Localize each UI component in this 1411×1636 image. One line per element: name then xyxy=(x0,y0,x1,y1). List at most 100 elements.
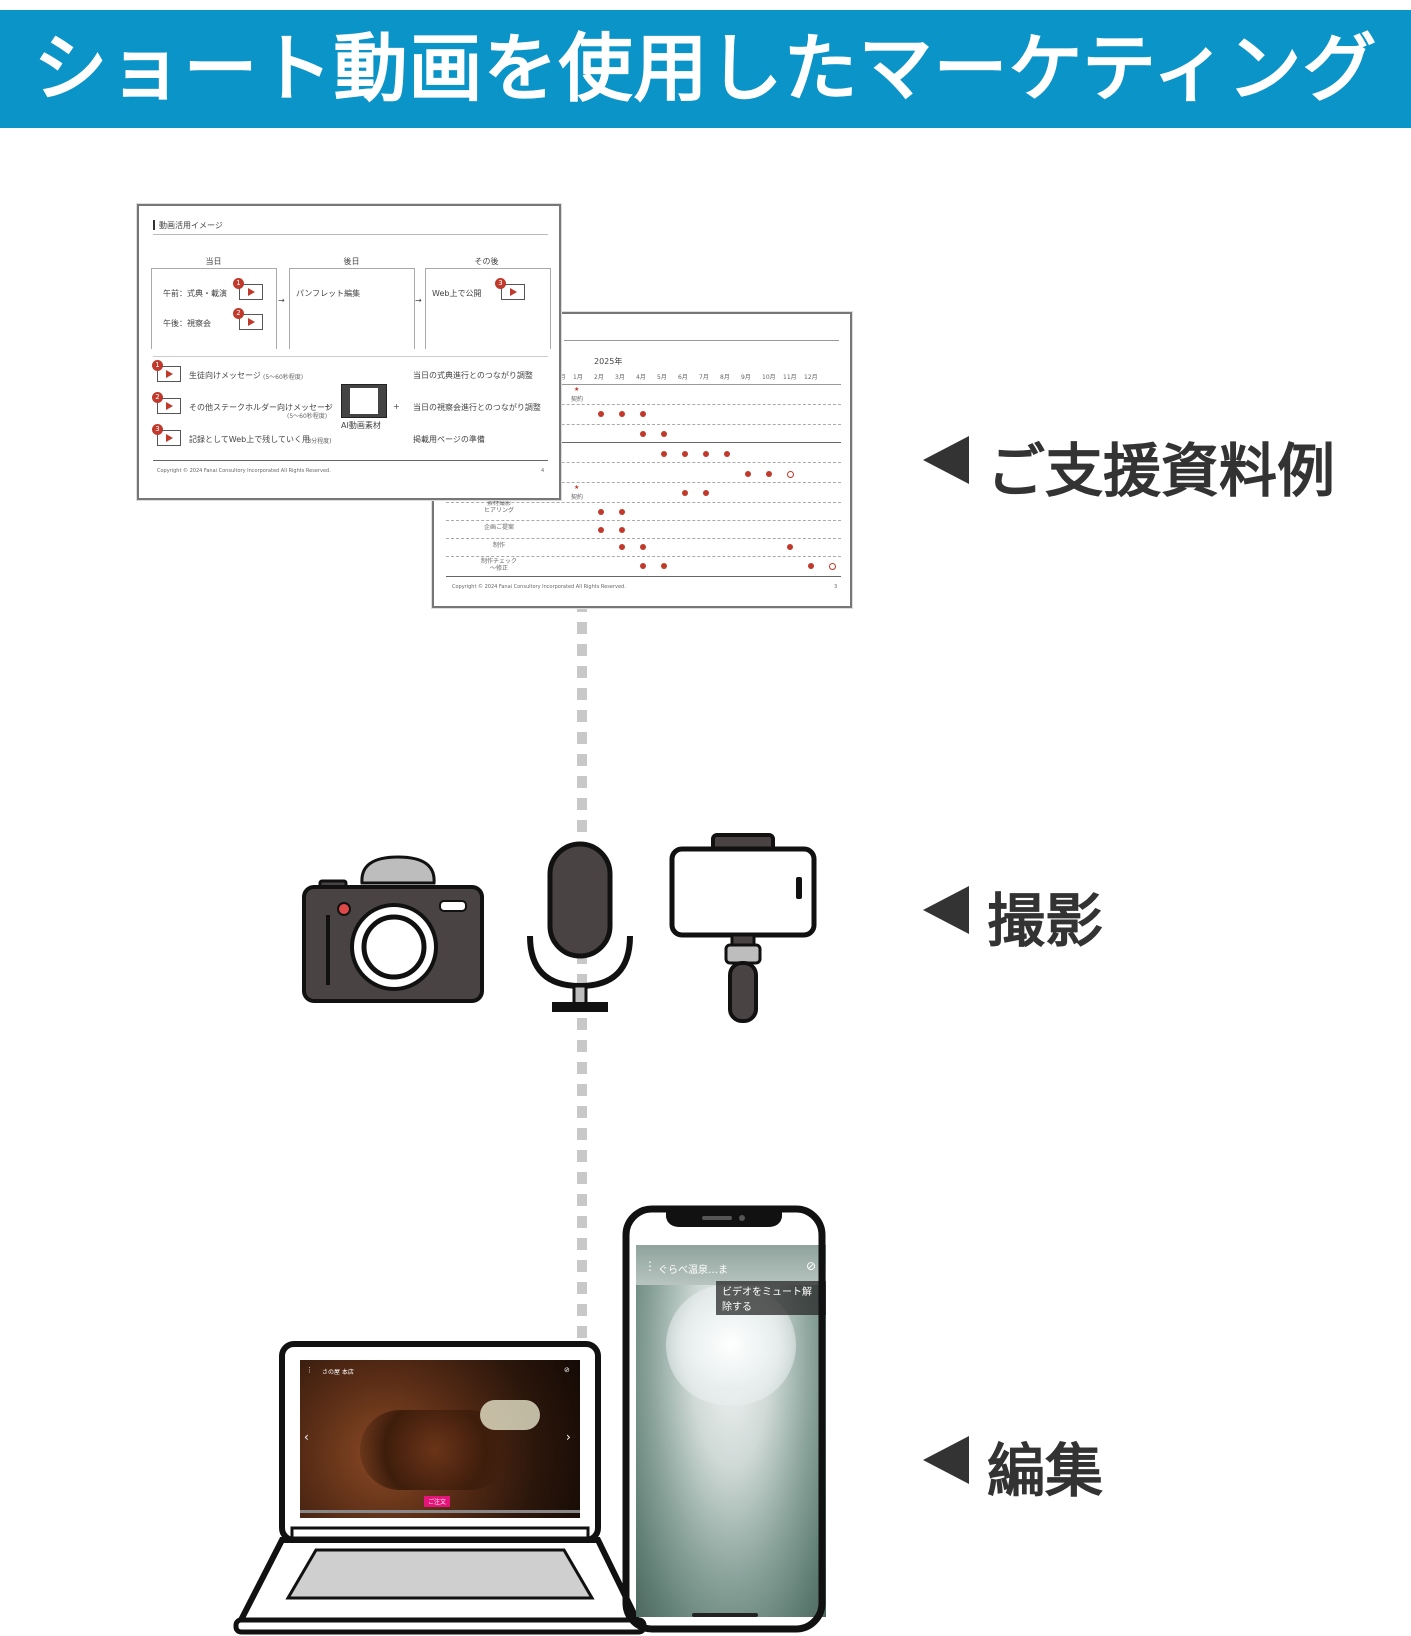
header-bar xyxy=(0,10,1411,128)
schedule-dot xyxy=(661,451,667,457)
slide-footer: Copyright © 2024 Fanai Consultory Incorp… xyxy=(157,468,331,474)
row-label: 制作チェック〜修正 xyxy=(480,558,517,572)
number-badge: 3 xyxy=(495,278,506,289)
phone-gimbal-icon xyxy=(669,833,817,1023)
star-icon: ★ xyxy=(574,386,580,393)
microphone-icon xyxy=(527,841,633,1012)
slide-page-number: 3 xyxy=(834,584,838,590)
row-text: 記録としてWeb上で残していく用 xyxy=(189,435,310,444)
plus-sign: + xyxy=(393,402,400,411)
schedule-dot xyxy=(640,563,646,569)
smartphone-frame-icon xyxy=(622,1205,826,1633)
month-label: 4月 xyxy=(636,374,646,381)
schedule-dot xyxy=(640,411,646,417)
schedule-year: 2025年 xyxy=(594,357,623,366)
schedule-dot xyxy=(745,471,751,477)
row-right: 当日の視察会進行とのつながり調整 xyxy=(413,403,541,412)
phone-video-screen[interactable]: ⋮ ぐらべ温泉…ま ⊘ ビデオをミュート解除する xyxy=(636,1245,826,1617)
column-line: 午前：式典・載演 xyxy=(163,289,227,298)
order-button[interactable]: ご注文 xyxy=(424,1496,451,1507)
video-icon xyxy=(239,284,263,300)
plus-sign: + xyxy=(324,402,331,411)
month-label: 5月 xyxy=(657,374,667,381)
column-head: その後 xyxy=(474,257,499,266)
schedule-dot xyxy=(682,451,688,457)
video-title: ぐらべ温泉…ま xyxy=(658,1265,728,1276)
section-label-materials: ご支援資料例 xyxy=(987,437,1336,505)
slide-title: 動画活用イメージ xyxy=(159,221,223,230)
column-line: Web上で公開 xyxy=(432,289,482,298)
schedule-dot xyxy=(703,451,709,457)
prev-arrow-icon[interactable]: ‹ xyxy=(304,1430,309,1444)
schedule-dot xyxy=(682,490,688,496)
ai-material-label: AI動画素材 xyxy=(341,421,381,430)
column-head: 後日 xyxy=(343,257,360,266)
schedule-months: 12月1月2月3月4月5月6月7月8月9月10月11月12月 xyxy=(552,372,842,382)
schedule-dot xyxy=(640,431,646,437)
row-text: その他ステークホルダー向けメッセージ xyxy=(189,403,333,412)
next-arrow-icon[interactable]: › xyxy=(566,1430,571,1444)
number-badge: 2 xyxy=(152,392,163,403)
arrow-icon: → xyxy=(415,296,422,305)
schedule-dot xyxy=(766,471,772,477)
schedule-dot xyxy=(787,544,793,550)
row-text: 生徒向けメッセージ xyxy=(189,371,261,380)
schedule-dot xyxy=(661,431,667,437)
number-badge: 3 xyxy=(152,424,163,435)
section-label-editing: 編集 xyxy=(987,1437,1104,1505)
star-label: 契約 xyxy=(571,494,584,501)
pointer-triangle-icon xyxy=(923,886,969,934)
schedule-dot xyxy=(598,509,604,515)
video-icon xyxy=(157,398,181,414)
month-label: 6月 xyxy=(678,374,688,381)
column-line: 午後：視察会 xyxy=(163,319,211,328)
schedule-dot xyxy=(724,451,730,457)
column-head: 当日 xyxy=(205,257,222,266)
row-note: (5〜60秒程度) xyxy=(287,413,328,420)
star-icon: ★ xyxy=(574,484,580,491)
arrow-icon: → xyxy=(278,296,285,305)
video-usage-slide: 動画活用イメージ 当日 後日 その後 → → 午前：式典・載演 午後：視察会 パ… xyxy=(137,204,561,500)
video-icon xyxy=(157,430,181,446)
schedule-dot xyxy=(703,490,709,496)
unmute-button[interactable]: ビデオをミュート解除する xyxy=(716,1281,826,1315)
schedule-dot xyxy=(661,563,667,569)
row-note: (3分程度) xyxy=(305,438,332,445)
star-label: 契約 xyxy=(571,396,584,403)
mute-icon[interactable]: ⊘ xyxy=(806,1259,817,1273)
month-label: 8月 xyxy=(720,374,730,381)
page-title: ショート動画を使用したマーケティング xyxy=(33,26,1378,112)
schedule-dot xyxy=(619,527,625,533)
video-icon xyxy=(501,284,525,300)
month-label: 2月 xyxy=(594,374,604,381)
row-label: 企画ご提案 xyxy=(483,524,514,531)
laptop-video-screen[interactable]: ⋮ さの屋 本店 ⊘ ‹ › ご注文 xyxy=(300,1360,580,1518)
month-label: 10月 xyxy=(762,374,776,381)
month-label: 7月 xyxy=(699,374,709,381)
row-label: 制作 xyxy=(492,542,505,549)
schedule-open-dot xyxy=(829,563,836,570)
pointer-triangle-icon xyxy=(923,1436,969,1484)
video-icon xyxy=(157,366,181,382)
progress-bar[interactable] xyxy=(300,1510,580,1513)
film-icon xyxy=(341,384,387,418)
camera-icon xyxy=(302,855,484,1003)
slide-footer: Copyright © 2024 Fanai Consultory Incorp… xyxy=(452,584,626,590)
menu-dots-icon[interactable]: ⋮ xyxy=(644,1259,656,1273)
slide-page-number: 4 xyxy=(541,468,545,474)
menu-dots-icon[interactable]: ⋮ xyxy=(306,1366,313,1374)
row-right: 掲載用ページの準備 xyxy=(413,435,485,444)
month-label: 1月 xyxy=(573,374,583,381)
schedule-dot xyxy=(619,411,625,417)
mute-icon[interactable]: ⊘ xyxy=(564,1366,570,1374)
number-badge: 1 xyxy=(152,360,163,371)
month-label: 9月 xyxy=(741,374,751,381)
schedule-dot xyxy=(598,527,604,533)
number-badge: 1 xyxy=(233,278,244,289)
schedule-dot xyxy=(640,544,646,550)
schedule-dot xyxy=(619,544,625,550)
schedule-dot xyxy=(619,509,625,515)
channel-name: さの屋 本店 xyxy=(322,1369,354,1376)
schedule-dot xyxy=(808,563,814,569)
month-label: 12月 xyxy=(804,374,818,381)
